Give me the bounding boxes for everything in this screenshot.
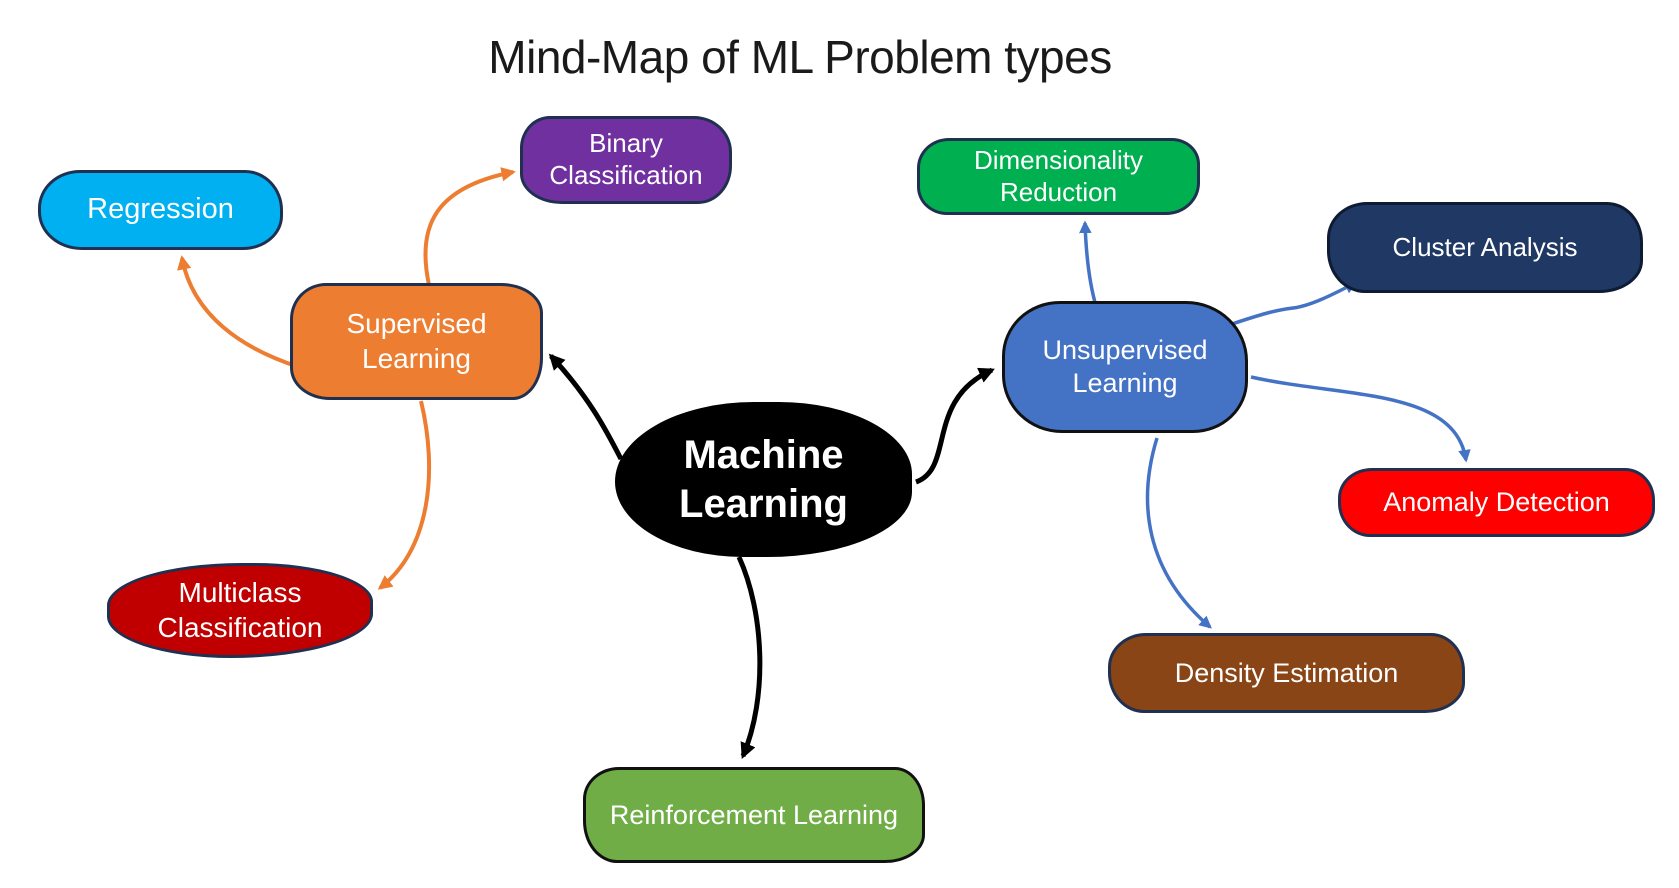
node-supervised-learning: Supervised Learning <box>290 283 543 400</box>
node-density-estimation: Density Estimation <box>1108 633 1465 713</box>
diagram-title: Mind-Map of ML Problem types <box>488 31 1112 83</box>
node-unsupervised-learning: Unsupervised Learning <box>1002 301 1248 433</box>
edge-unsupervised-to-dimensionality <box>1079 220 1098 307</box>
node-machine-learning: Machine Learning <box>615 402 912 557</box>
node-binary-classification: Binary Classification <box>520 116 732 204</box>
node-reinforcement-learning: Reinforcement Learning <box>583 767 925 863</box>
edge-unsupervised-to-cluster <box>1228 281 1358 327</box>
node-cluster-analysis: Cluster Analysis <box>1327 202 1643 293</box>
edge-unsupervised-to-anomaly <box>1250 375 1471 463</box>
node-anomaly-detection: Anomaly Detection <box>1338 468 1655 537</box>
edge-supervised-to-regression <box>177 255 300 369</box>
edge-unsupervised-to-density <box>1145 437 1212 629</box>
edge-supervised-to-multiclass <box>377 400 432 590</box>
edge-supervised-to-binary <box>423 167 516 286</box>
edge-ml-to-supervised <box>548 353 624 461</box>
node-regression: Regression <box>38 170 283 250</box>
node-multiclass-classification: Multiclass Classification <box>107 563 373 658</box>
edge-ml-to-unsupervised <box>914 367 995 485</box>
node-dimensionality-reduction: Dimensionality Reduction <box>917 138 1200 215</box>
edge-ml-to-reinforcement <box>736 555 763 759</box>
